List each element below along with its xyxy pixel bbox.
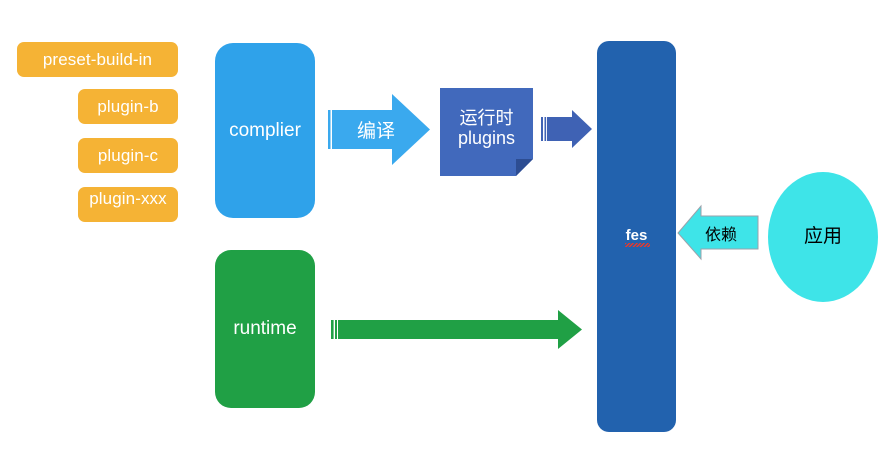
spellcheck-underline-icon xyxy=(624,243,651,248)
arrow-depend xyxy=(677,204,759,261)
plugin-chip-label: preset-build-in xyxy=(42,49,153,69)
node-runtime-label: runtime xyxy=(233,318,297,340)
plugin-chip-label: plugin-xxx xyxy=(89,189,167,208)
node-runtime-plugins[interactable]: 运行时 plugins xyxy=(440,88,533,176)
node-complier-label: complier xyxy=(229,119,301,141)
plugin-chip-label: plugin-b xyxy=(97,96,159,116)
node-fes[interactable]: fes xyxy=(597,41,676,432)
arrow-compile xyxy=(328,94,430,165)
plugin-chip-plugin-b[interactable]: plugin-b xyxy=(78,89,178,124)
node-app-label: 应用 xyxy=(803,226,842,248)
plugin-chip-plugin-xxx[interactable]: plugin-xxx xyxy=(78,187,178,222)
plugin-chip-plugin-c[interactable]: plugin-c xyxy=(78,138,178,173)
node-fes-label: fes xyxy=(625,226,648,244)
node-runtime-plugins-label-line2: plugins xyxy=(457,128,516,148)
document-shape-icon xyxy=(440,88,533,176)
node-complier[interactable]: complier xyxy=(215,43,315,218)
node-runtime-plugins-label: 运行时 plugins xyxy=(440,88,533,176)
node-app[interactable]: 应用 xyxy=(768,172,878,302)
arrow-plugins-to-fes xyxy=(541,110,592,148)
plugin-chip-label: plugin-c xyxy=(97,145,159,165)
node-runtime[interactable]: runtime xyxy=(215,250,315,408)
node-fes-label-wrap: fes xyxy=(624,226,651,248)
arrow-runtime-to-fes xyxy=(331,310,582,349)
plugin-chip-preset-build-in[interactable]: preset-build-in xyxy=(17,42,178,77)
node-runtime-plugins-label-line1: 运行时 xyxy=(459,107,514,128)
